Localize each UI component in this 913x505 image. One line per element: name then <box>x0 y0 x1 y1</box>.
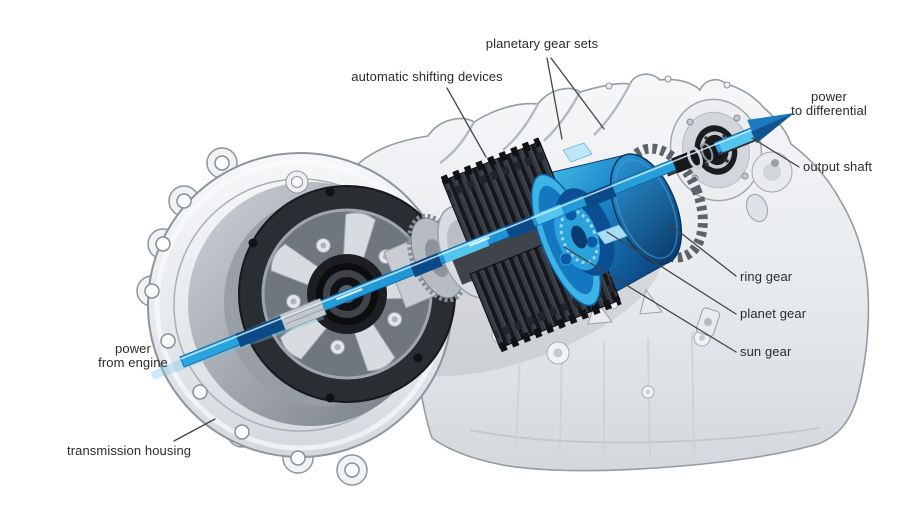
planet-gear-shape <box>559 252 573 266</box>
label-output-shaft: output shaft <box>803 159 873 174</box>
label-sun-gear: sun gear <box>740 344 792 359</box>
case-rib <box>502 103 540 151</box>
carrier-window <box>562 142 593 163</box>
leader-planetary-gear-sets-1 <box>546 57 563 140</box>
case-rib <box>593 83 632 136</box>
main-shaft <box>150 125 761 380</box>
power-flow-arrow <box>747 113 794 144</box>
leader-output-shaft <box>751 137 800 168</box>
output-bearing-collar <box>671 141 720 174</box>
label-transmission-housing: transmission housing <box>67 443 192 458</box>
label-ring-gear: ring gear <box>740 269 793 284</box>
flange-bolt <box>733 114 741 122</box>
leader-sun-gear <box>563 246 737 353</box>
flange-bolt <box>686 118 694 126</box>
label-power-to-differential: power to differential <box>791 89 867 118</box>
bracket <box>695 307 721 337</box>
leader-ring-gear <box>667 222 737 277</box>
leader-planetary-gear-sets-2 <box>550 57 605 130</box>
leader-automatic-shifting-devices <box>446 87 487 158</box>
label-automatic-shifting-devices: automatic shifting devices <box>351 69 503 84</box>
case-rib <box>439 121 476 164</box>
leader-planet-gear <box>606 231 737 315</box>
sun-gear-shape <box>571 225 587 249</box>
planet-gear-shape <box>585 235 599 249</box>
label-power-from-engine: power from engine <box>98 341 168 370</box>
screw-boss <box>605 82 613 90</box>
case-rib <box>543 91 582 142</box>
screw-boss <box>664 75 672 83</box>
label-planetary-gear-sets: planetary gear sets <box>485 36 599 51</box>
flange-bolt-holes <box>144 155 360 478</box>
label-planet-gear: planet gear <box>740 306 807 321</box>
leader-transmission-housing <box>173 418 216 442</box>
screw-boss <box>723 81 731 89</box>
flange-bolt <box>741 172 749 180</box>
case-boss <box>745 193 769 223</box>
leader-lines <box>173 57 800 442</box>
